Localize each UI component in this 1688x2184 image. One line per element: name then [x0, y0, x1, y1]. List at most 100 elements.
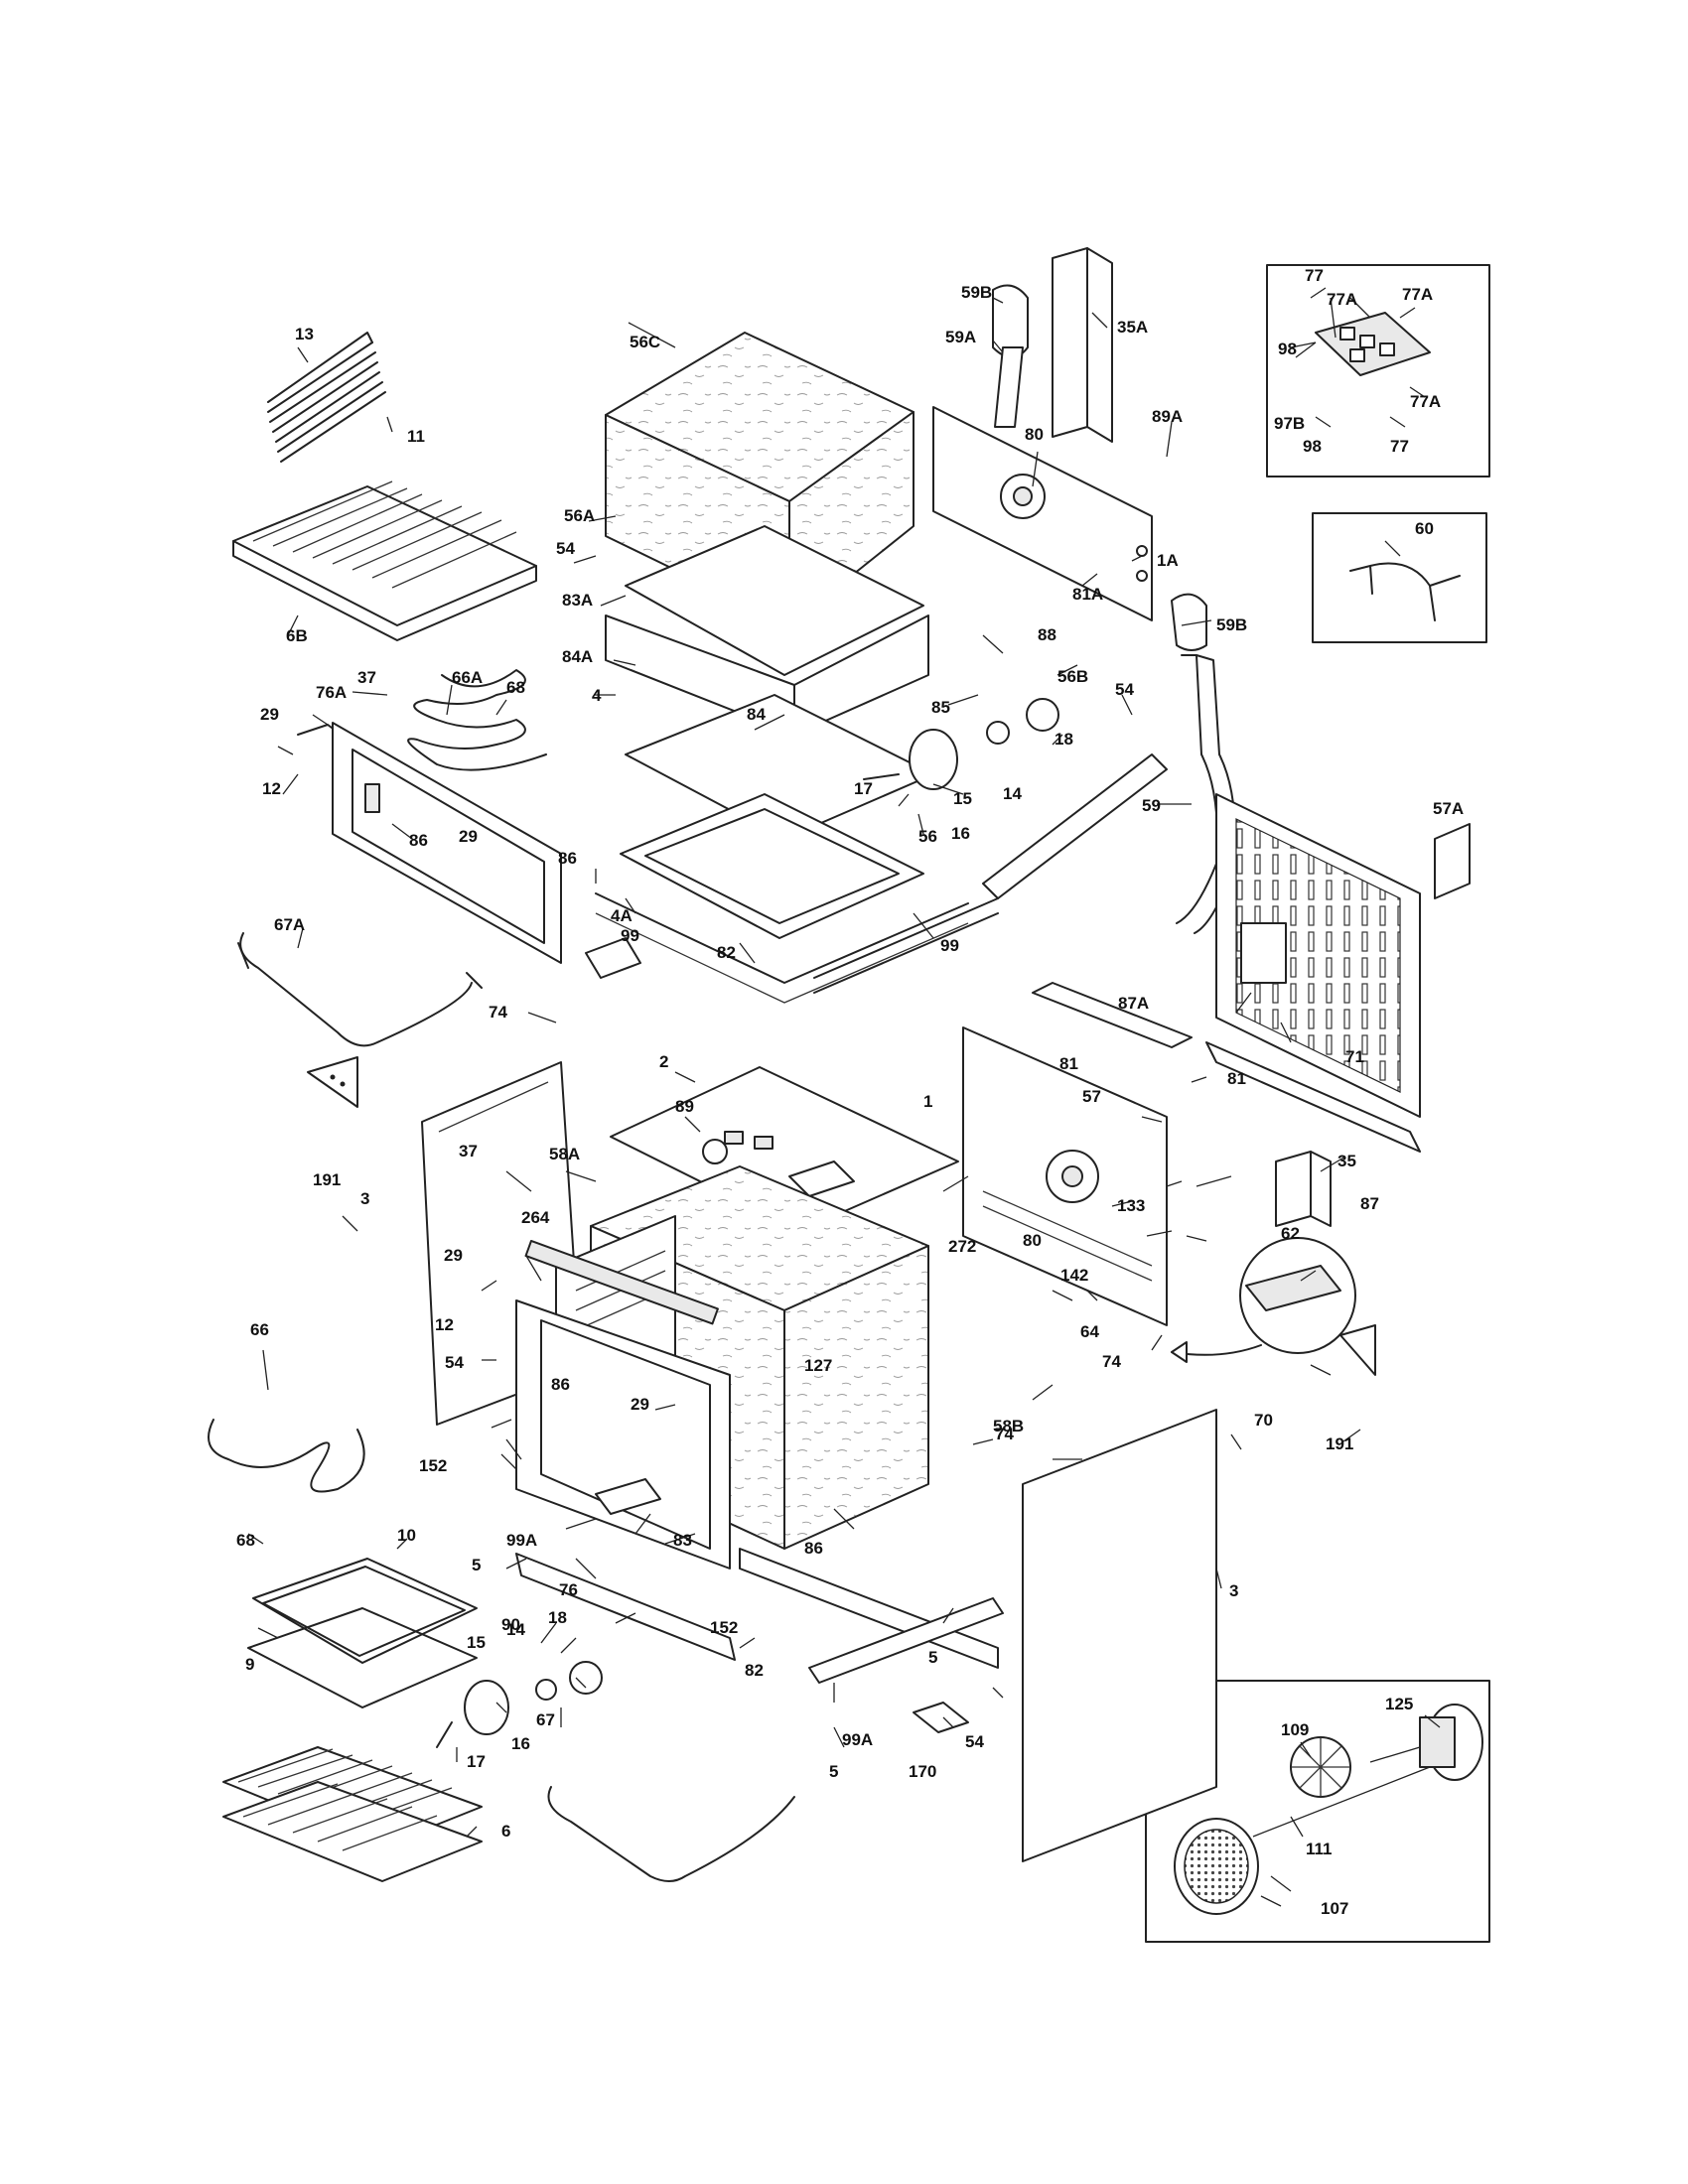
part-label-84: 84	[747, 705, 766, 724]
part-label-18a: 18	[1055, 730, 1073, 749]
part-label-87: 87	[1360, 1194, 1379, 1213]
vent-duct-top	[992, 284, 1029, 428]
oven-rack-lower	[222, 1746, 483, 1882]
part-label-15a: 15	[953, 789, 972, 808]
part-label-15b: 15	[467, 1633, 486, 1652]
part-label-80a: 80	[1025, 425, 1044, 444]
side-bracket-right	[1339, 1324, 1376, 1376]
part-label-37a: 37	[357, 668, 376, 687]
part-label-109: 109	[1281, 1720, 1309, 1739]
part-label-6: 6	[501, 1822, 510, 1841]
part-label-1: 1	[923, 1092, 932, 1111]
part-label-152b: 152	[710, 1618, 738, 1637]
part-label-81A: 81A	[1072, 585, 1103, 604]
part-label-17a: 17	[854, 779, 873, 798]
part-label-77b: 77	[1390, 437, 1409, 456]
fan-blade	[1290, 1736, 1351, 1798]
part-label-71: 71	[1345, 1047, 1364, 1066]
part-label-81a: 81	[1059, 1054, 1078, 1073]
part-label-6B: 6B	[286, 626, 308, 645]
lower-door-frame	[515, 1240, 731, 1570]
part-label-83: 83	[673, 1531, 692, 1550]
rear-panel-upper	[932, 406, 1153, 621]
part-label-54c: 54	[445, 1353, 464, 1372]
part-label-111: 111	[1306, 1840, 1333, 1858]
part-label-16a: 16	[951, 824, 970, 843]
part-label-89: 89	[675, 1097, 694, 1116]
part-label-97B: 97B	[1274, 414, 1305, 433]
part-label-5c: 5	[829, 1762, 838, 1781]
part-label-18b: 18	[548, 1608, 567, 1627]
part-label-59: 59	[1142, 796, 1161, 815]
part-label-67A: 67A	[274, 915, 305, 934]
upper-oven-frame	[585, 793, 999, 1004]
fan-motor	[1369, 1704, 1483, 1781]
part-label-74c: 74	[995, 1425, 1014, 1443]
part-label-60: 60	[1415, 519, 1434, 538]
part-label-3b: 3	[1229, 1581, 1238, 1600]
part-label-89A: 89A	[1152, 407, 1183, 426]
part-label-29d: 29	[631, 1395, 649, 1414]
part-label-81b: 81	[1227, 1069, 1246, 1088]
part-label-77A-c: 77A	[1410, 392, 1441, 411]
part-label-14b: 14	[506, 1620, 525, 1639]
part-label-66A: 66A	[452, 668, 483, 687]
part-label-99a: 99	[621, 926, 639, 945]
part-label-67: 67	[536, 1710, 555, 1729]
part-label-99b: 99	[940, 936, 959, 955]
part-label-59A: 59A	[945, 328, 976, 346]
part-label-98b: 98	[1303, 437, 1322, 456]
part-label-17b: 17	[467, 1752, 486, 1771]
control-panel-bracket	[1032, 982, 1193, 1048]
part-label-272: 272	[948, 1237, 976, 1256]
part-label-125: 125	[1385, 1695, 1413, 1713]
part-label-70: 70	[1254, 1411, 1273, 1430]
part-label-86d: 86	[804, 1539, 823, 1558]
part-label-5b: 5	[928, 1648, 937, 1667]
part-label-99A-b: 99A	[842, 1730, 873, 1749]
part-label-74b: 74	[1102, 1352, 1121, 1371]
part-label-76: 76	[559, 1580, 578, 1599]
part-label-37b: 37	[459, 1142, 478, 1160]
rack-guides	[267, 332, 386, 463]
side-panel-right	[1022, 1409, 1217, 1862]
part-label-98a: 98	[1278, 340, 1297, 358]
part-label-4: 4	[592, 686, 602, 705]
part-label-99A-a: 99A	[506, 1531, 537, 1550]
lamp-assembly-upper	[863, 698, 1059, 790]
part-label-54b: 54	[1115, 680, 1134, 699]
part-label-64: 64	[1080, 1322, 1099, 1341]
part-label-68b: 68	[236, 1531, 255, 1550]
part-label-3a: 3	[360, 1189, 369, 1208]
part-label-127: 127	[804, 1356, 832, 1375]
part-label-29a: 29	[260, 705, 279, 724]
bake-element-lower	[208, 1419, 365, 1493]
part-label-57: 57	[1082, 1087, 1101, 1106]
part-label-56: 56	[918, 827, 937, 846]
part-label-29c: 29	[444, 1246, 463, 1265]
part-label-16b: 16	[511, 1734, 530, 1753]
part-label-74a: 74	[489, 1003, 507, 1022]
rear-panel-lower	[962, 1026, 1168, 1326]
part-label-88: 88	[1038, 625, 1056, 644]
connector-box	[1275, 1151, 1332, 1227]
bottom-trim	[515, 1478, 1004, 1684]
part-label-12a: 12	[262, 779, 281, 798]
part-label-11: 11	[407, 427, 425, 446]
bake-element-bottom	[547, 1786, 795, 1882]
part-label-86a: 86	[409, 831, 428, 850]
part-label-66: 66	[250, 1320, 269, 1339]
part-label-56C: 56C	[630, 333, 660, 351]
part-label-2: 2	[659, 1052, 668, 1071]
part-label-77a: 77	[1305, 266, 1324, 285]
part-label-14a: 14	[1003, 784, 1022, 803]
part-label-85: 85	[931, 698, 950, 717]
part-label-62: 62	[1281, 1224, 1300, 1243]
bracket-inset	[1312, 512, 1487, 643]
chimney-duct	[1052, 247, 1113, 443]
part-label-82b: 82	[745, 1661, 764, 1680]
part-label-87A: 87A	[1118, 994, 1149, 1013]
part-label-1A: 1A	[1157, 551, 1179, 570]
